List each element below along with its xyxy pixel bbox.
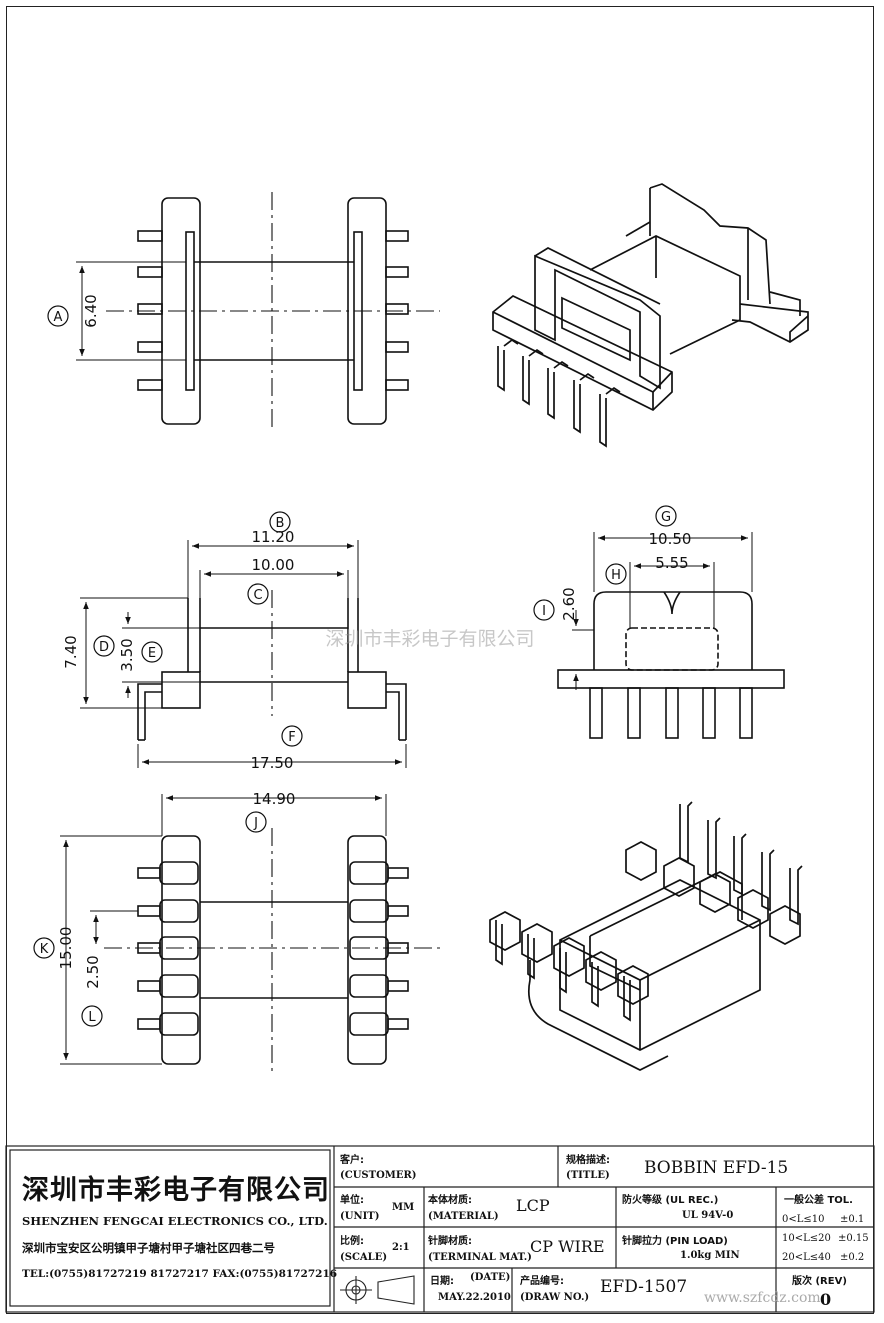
top-view [76,192,440,432]
dim-j-label: J [253,816,258,831]
tol-range-1: 0<L≤10 [782,1214,825,1225]
tolerance-label: 一般公差 TOL. [784,1195,853,1206]
scale-label-cn: 比例: [340,1236,364,1247]
rev-value: 0 [820,1290,832,1309]
dim-a-label: A [54,310,63,325]
pin-material-label-en: (TERMINAL MAT.) [428,1252,532,1263]
tol-range-2: 10<L≤20 [782,1233,831,1244]
iso-view-bottom-back-row [625,801,803,945]
dim-d-value: 7.40 [62,635,80,668]
ul-value: UL 94V-0 [682,1210,734,1221]
company-name-en: SHENZHEN FENGCAI ELECTRONICS CO., LTD. [22,1214,328,1228]
dim-e-value: 3.50 [118,638,136,671]
watermark-site: www.szfcdz.com [704,1290,821,1306]
dim-i-label: I [542,604,546,619]
unit-label-en: (UNIT) [340,1211,380,1222]
dim-c-value: 10.00 [252,556,295,574]
pin-material-label-cn: 针脚材质: [428,1236,472,1247]
date-label-cn: 日期: [430,1276,454,1287]
dim-d-label: D [99,640,109,655]
dim-h-label: H [611,568,621,583]
top-view-pins-right [385,230,409,391]
company-contact: TEL:(0755)81727219 81727217 FAX:(0755)81… [22,1268,338,1280]
spec-label-en: (TITLE) [566,1170,610,1181]
spec-label-cn: 规格描述: [566,1155,610,1166]
iso-view-bottom [489,801,803,1071]
side-view [557,532,785,739]
dim-b-label: B [276,516,285,531]
scale-value: 2:1 [392,1242,410,1253]
material-value: LCP [516,1196,550,1215]
date-label-en: (DATE) [470,1272,511,1283]
scale-label-en: (SCALE) [340,1252,388,1263]
title-value: BOBBIN EFD-15 [644,1158,789,1178]
dim-l-label: L [88,1010,96,1025]
ul-label: 防火等级 (UL REC.) [622,1195,719,1206]
dim-g-label: G [661,510,671,525]
dim-k-value: 15.00 [57,927,75,970]
draw-no-label-en: (DRAW NO.) [520,1292,590,1303]
dimension-labels: 6.40 A B 11.20 10.00 C 7.40 D 3.50 E F 1… [33,294,692,1027]
customer-label-cn: 客户: [340,1155,364,1166]
dim-f-value: 17.50 [251,754,294,772]
iso-view-top-pins [497,338,621,448]
date-value: MAY.22.2010 [438,1292,511,1303]
projection-symbol [340,1275,415,1305]
bottom-view [60,794,440,1072]
tol-value-2: ±0.15 [838,1233,869,1244]
drawing-frame [6,6,874,1314]
dim-b-value: 11.20 [252,528,295,546]
pin-material-value: CP WIRE [530,1237,605,1256]
rev-label: 版次 (REV) [792,1276,847,1287]
watermark: 深圳市丰彩电子有限公司 [325,628,534,650]
dim-a-value: 6.40 [82,294,100,327]
dim-h-value: 5.55 [655,554,688,572]
company-name-cn: 深圳市丰彩电子有限公司 [22,1175,330,1206]
draw-no-value: EFD-1507 [600,1277,688,1297]
material-label-en: (MATERIAL) [428,1211,499,1222]
draw-no-label-cn: 产品编号: [520,1276,564,1287]
dim-k-label: K [40,942,49,957]
side-view-pins [589,687,753,739]
dim-f-label: F [288,730,295,745]
unit-value: MM [392,1202,415,1213]
front-view [80,540,407,768]
material-label-cn: 本体材质: [428,1195,472,1206]
tol-value-3: ±0.2 [840,1252,865,1263]
dim-c-label: C [253,588,262,603]
dim-l-value: 2.50 [84,955,102,988]
tol-range-3: 20<L≤40 [782,1252,831,1263]
top-view-pins-left [137,230,163,391]
unit-label-cn: 单位: [340,1195,364,1206]
pin-load-value: 1.0kg MIN [680,1250,740,1261]
customer-label-en: (CUSTOMER) [340,1170,417,1181]
tol-value-1: ±0.1 [840,1214,865,1225]
dim-g-value: 10.50 [649,530,692,548]
iso-view-top [492,183,809,448]
dim-j-value: 14.90 [253,790,296,808]
dim-e-label: E [148,646,156,661]
pin-load-label: 针脚拉力 (PIN LOAD) [622,1236,728,1247]
company-address: 深圳市宝安区公明镇甲子塘村甲子塘社区四巷二号 [22,1241,275,1255]
title-block-grid [5,1145,875,1313]
iso-view-bottom-front-row [489,911,649,1022]
dim-i-value: 2.60 [560,587,578,620]
